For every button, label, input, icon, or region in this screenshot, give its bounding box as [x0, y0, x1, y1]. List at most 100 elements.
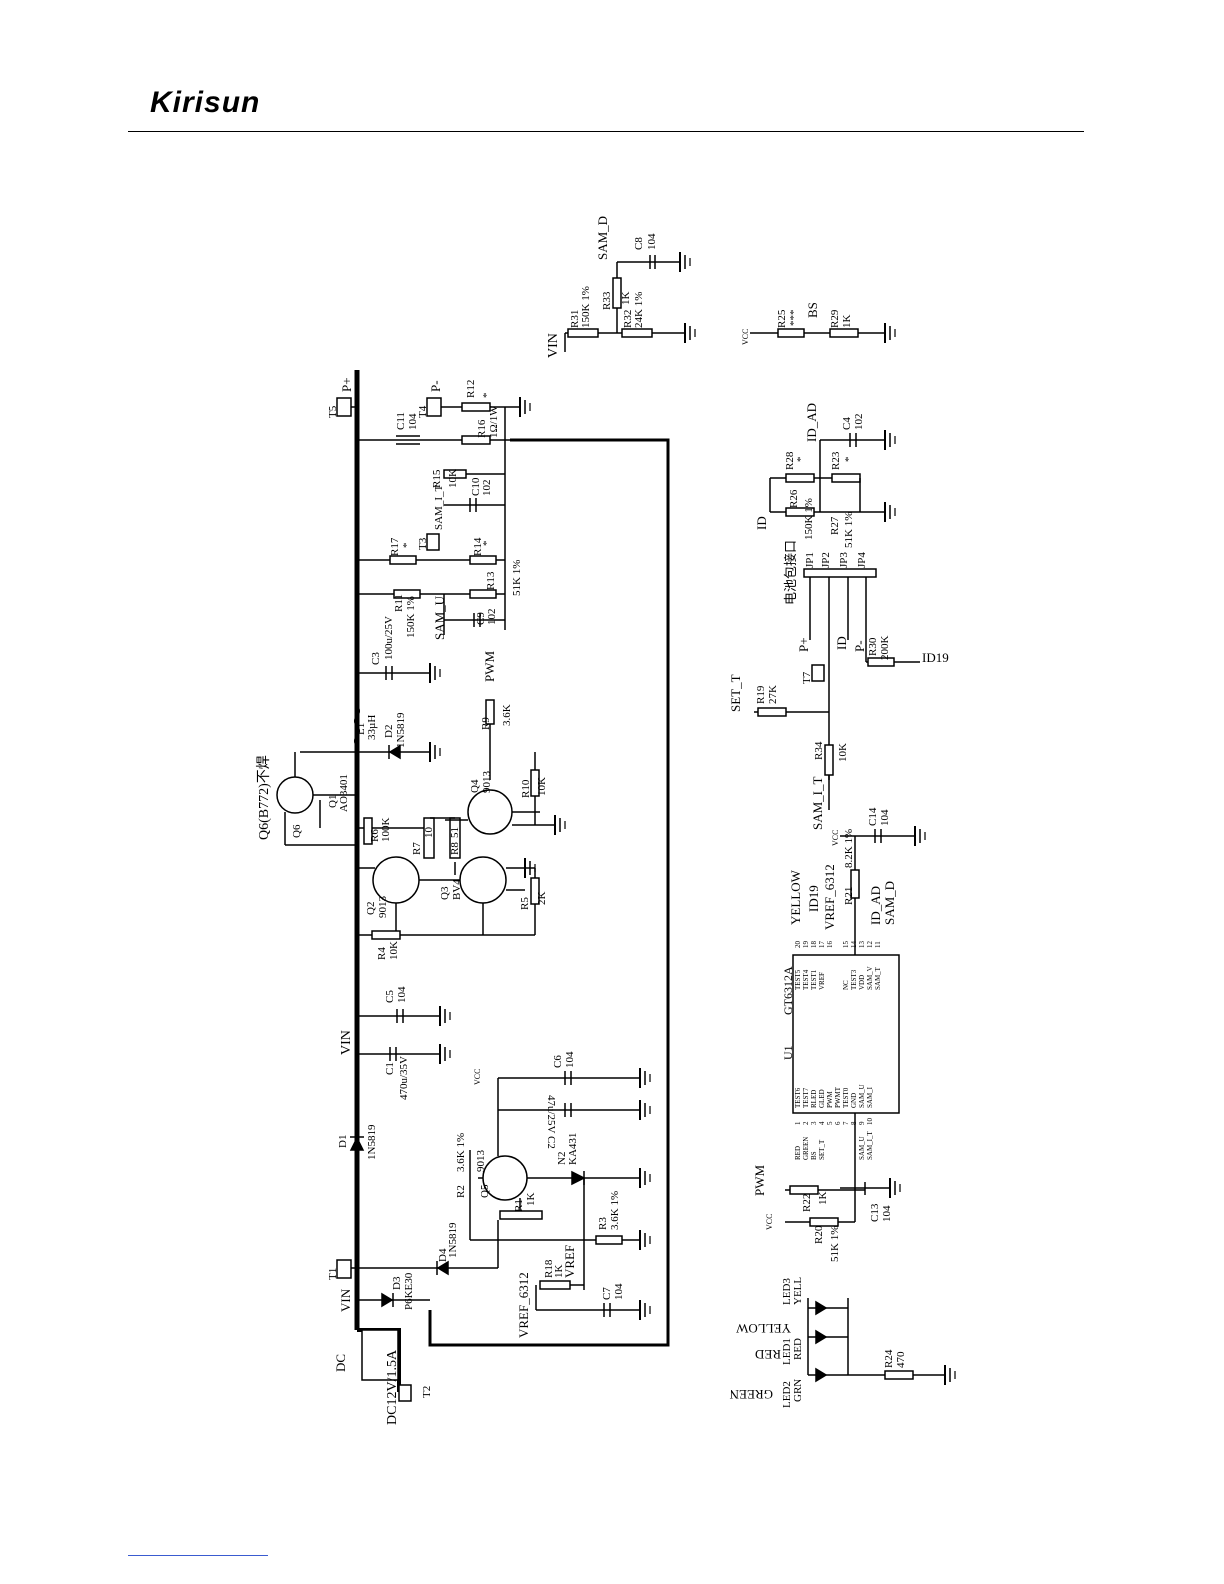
u1-net-left: BS: [810, 1151, 818, 1160]
label-id-ad2: ID_AD: [868, 886, 883, 925]
u1-pin-left: SAM_U: [858, 1084, 866, 1108]
label-pwm2: PWM: [752, 1165, 767, 1197]
label-r14: R14: [472, 537, 484, 556]
label-r1: R1: [513, 1199, 525, 1212]
label-vin-low: VIN: [338, 1288, 353, 1312]
label-r25: R25: [776, 309, 788, 328]
u1-num-right: 17: [818, 941, 826, 949]
u1-chip: [785, 829, 915, 1227]
u1-pin-right: NC: [842, 980, 850, 990]
label-r12: R12: [465, 380, 477, 398]
label-c1v: 470u/35V: [398, 1056, 410, 1100]
u1-pin-left: RLED: [810, 1090, 818, 1108]
label-r11: R11: [393, 594, 405, 612]
label-r6: R6: [369, 829, 381, 842]
label-r2: R2: [455, 1185, 467, 1198]
label-dc: DC: [333, 1354, 348, 1372]
label-id19a: ID19: [922, 650, 949, 665]
u1-num-left: 5: [826, 1121, 834, 1125]
led-section: [807, 1298, 945, 1383]
label-r9v: 3.6K: [501, 704, 513, 726]
label-jp-title: 电池包接口: [783, 540, 798, 605]
label-vcc-b: VCC: [473, 1069, 482, 1085]
label-c9: C9: [475, 612, 487, 625]
u1-num-right: 15: [842, 941, 850, 949]
label-r13v: 51K 1%: [511, 560, 523, 596]
label-vref6312: VREF_6312: [516, 1272, 531, 1338]
label-pminus1: P-: [428, 380, 443, 392]
label-d3v: P6KE30: [403, 1272, 415, 1310]
label-r19: R19: [755, 685, 767, 704]
label-d2v: 1N5819: [395, 712, 407, 748]
label-pplus1: P+: [339, 377, 354, 392]
u1-num-right: 12: [866, 941, 874, 949]
u1-num-left: 3: [810, 1121, 818, 1125]
label-d1v: 1N5819: [366, 1124, 378, 1160]
label-r16: R16: [476, 419, 488, 438]
u1-pin-left: TEST6: [794, 1087, 802, 1108]
label-q6-note: Q6(B772)不焊: [256, 755, 272, 840]
label-pwm1: PWM: [482, 651, 497, 683]
label-r27: R27: [829, 516, 841, 535]
label-d1: D1: [337, 1135, 349, 1148]
label-vref6312b: VREF_6312: [822, 864, 837, 930]
label-r17: R17: [389, 537, 401, 556]
label-r17v: *: [401, 543, 413, 549]
label-u1: U1: [781, 1045, 795, 1060]
label-r29: R29: [829, 309, 841, 328]
label-set-t: SET_T: [728, 674, 743, 712]
label-yellow1: YELLOW: [788, 869, 803, 925]
label-c7: C7: [601, 1287, 613, 1300]
u1-pin-right: TEST3: [850, 969, 858, 990]
label-r11v: 150K 1%: [405, 596, 417, 638]
label-r22v: 1K: [817, 1192, 829, 1206]
label-r23: R23: [830, 451, 842, 470]
label-r18: R18: [543, 1259, 555, 1278]
label-r25v: ***: [788, 310, 800, 327]
label-jp2: JP2: [820, 552, 832, 568]
label-r19v: 27K: [767, 685, 779, 704]
label-id1: ID: [754, 516, 769, 530]
label-t7: T7: [801, 671, 813, 684]
label-r12v: *: [481, 393, 493, 399]
label-q2v: 9013: [377, 896, 389, 919]
label-l1v: 33µH: [366, 715, 378, 740]
label-c10v: 102: [481, 480, 493, 497]
u1-num-left: 9: [858, 1121, 866, 1125]
label-r30v: 200K: [879, 636, 891, 661]
label-q1: Q1: [327, 795, 339, 808]
label-c3v: 100u/25V: [383, 616, 395, 660]
label-c4v: 102: [853, 414, 865, 431]
u1-num-right: 14: [850, 941, 858, 949]
u1-num-left: 1: [794, 1121, 802, 1125]
label-r20: R20: [813, 1225, 825, 1244]
label-c9v: 102: [486, 609, 498, 626]
label-r4: R4: [376, 947, 388, 960]
label-q1v: AO3401: [338, 774, 350, 812]
label-r5: R5: [519, 897, 531, 910]
u1-pin-right: TEST5: [794, 969, 802, 990]
label-r10v: 10K: [536, 777, 548, 796]
label-yellow2: YELLOW: [735, 1321, 791, 1336]
label-c8: C8: [633, 237, 645, 250]
schematic-labels: SAM_D C8 104 R31 150K 1% R33 1K R32 24K …: [256, 216, 949, 1425]
label-r32: R32: [622, 310, 634, 328]
label-vin-top: VIN: [546, 333, 561, 358]
label-led1: LED1: [781, 1338, 793, 1365]
label-r14v: *: [481, 541, 493, 547]
label-r31: R31: [569, 310, 581, 328]
bs-divider: [750, 328, 885, 338]
u1-net-left: GREEN: [802, 1137, 810, 1160]
u1-net-left: SAM_U: [858, 1136, 866, 1160]
u1-pin-labels: TEST6 TEST7 RLED GLED PWM PWMT TEST0 GND…: [794, 941, 882, 1161]
label-c11v: 104: [407, 413, 419, 430]
label-c4: C4: [841, 417, 853, 430]
label-r16v: 1Ω/1W: [488, 405, 500, 438]
u1-pin-left: PWMT: [834, 1086, 842, 1108]
label-r4v: 10K: [388, 941, 400, 960]
label-d4v: 1N5819: [447, 1222, 459, 1258]
u1-num-left: 6: [834, 1121, 842, 1125]
label-sam-u: SAM_U: [432, 595, 447, 640]
label-c14: C14: [867, 807, 879, 826]
